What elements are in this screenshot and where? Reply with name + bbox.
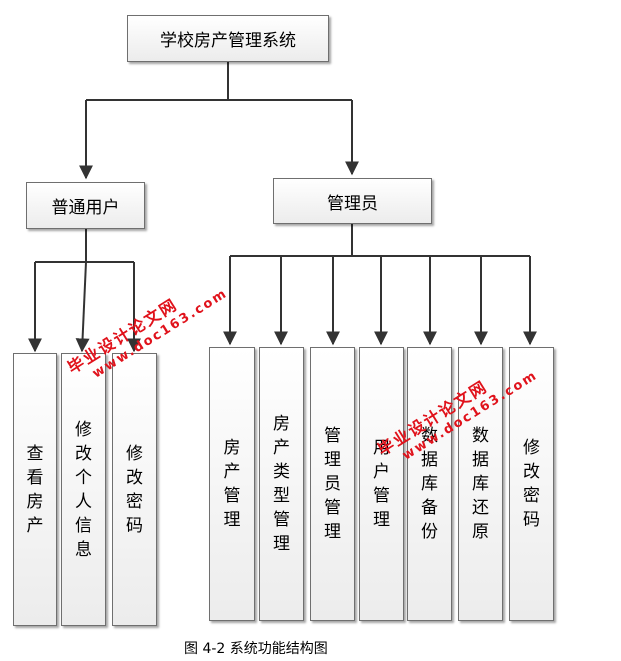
leaf-label: 管理员管理 (323, 426, 341, 542)
group-node-normal-user: 普通用户 (26, 182, 145, 229)
connector-lines (28, 62, 537, 353)
leaf-node-change-password-admin: 修改密码 (509, 347, 554, 621)
leaf-label: 房产管理 (223, 438, 241, 530)
leaf-node-admin-management: 管理员管理 (310, 347, 355, 621)
leaf-node-database-restore: 数据库还原 (458, 347, 503, 621)
leaf-node-change-password: 修改密码 (112, 353, 157, 626)
group-label: 普通用户 (51, 198, 120, 218)
leaf-label: 查看房产 (26, 443, 44, 536)
leaf-node-property-management: 房产管理 (209, 347, 255, 621)
group-label: 管理员 (327, 193, 378, 214)
leaf-label: 用户管理 (372, 438, 390, 530)
leaf-label: 数据库备份 (420, 426, 438, 542)
leaf-node-edit-personal-info: 修改个人信息 (61, 353, 106, 626)
group-node-admin: 管理员 (273, 178, 432, 224)
root-label: 学校房产管理系统 (160, 31, 296, 51)
leaf-label: 房产类型管理 (272, 414, 290, 554)
leaf-node-user-management: 用户管理 (359, 347, 404, 621)
leaf-node-property-type-management: 房产类型管理 (259, 347, 304, 621)
leaf-node-database-backup: 数据库备份 (407, 347, 452, 621)
leaf-label: 修改密码 (522, 438, 540, 530)
leaf-node-view-property: 查看房产 (13, 353, 57, 626)
leaf-label: 数据库还原 (471, 426, 489, 542)
root-node: 学校房产管理系统 (127, 15, 329, 62)
leaf-label: 修改密码 (125, 443, 143, 536)
figure-caption: 图 4-2 系统功能结构图 (184, 641, 328, 657)
leaf-label: 修改个人信息 (74, 419, 92, 560)
